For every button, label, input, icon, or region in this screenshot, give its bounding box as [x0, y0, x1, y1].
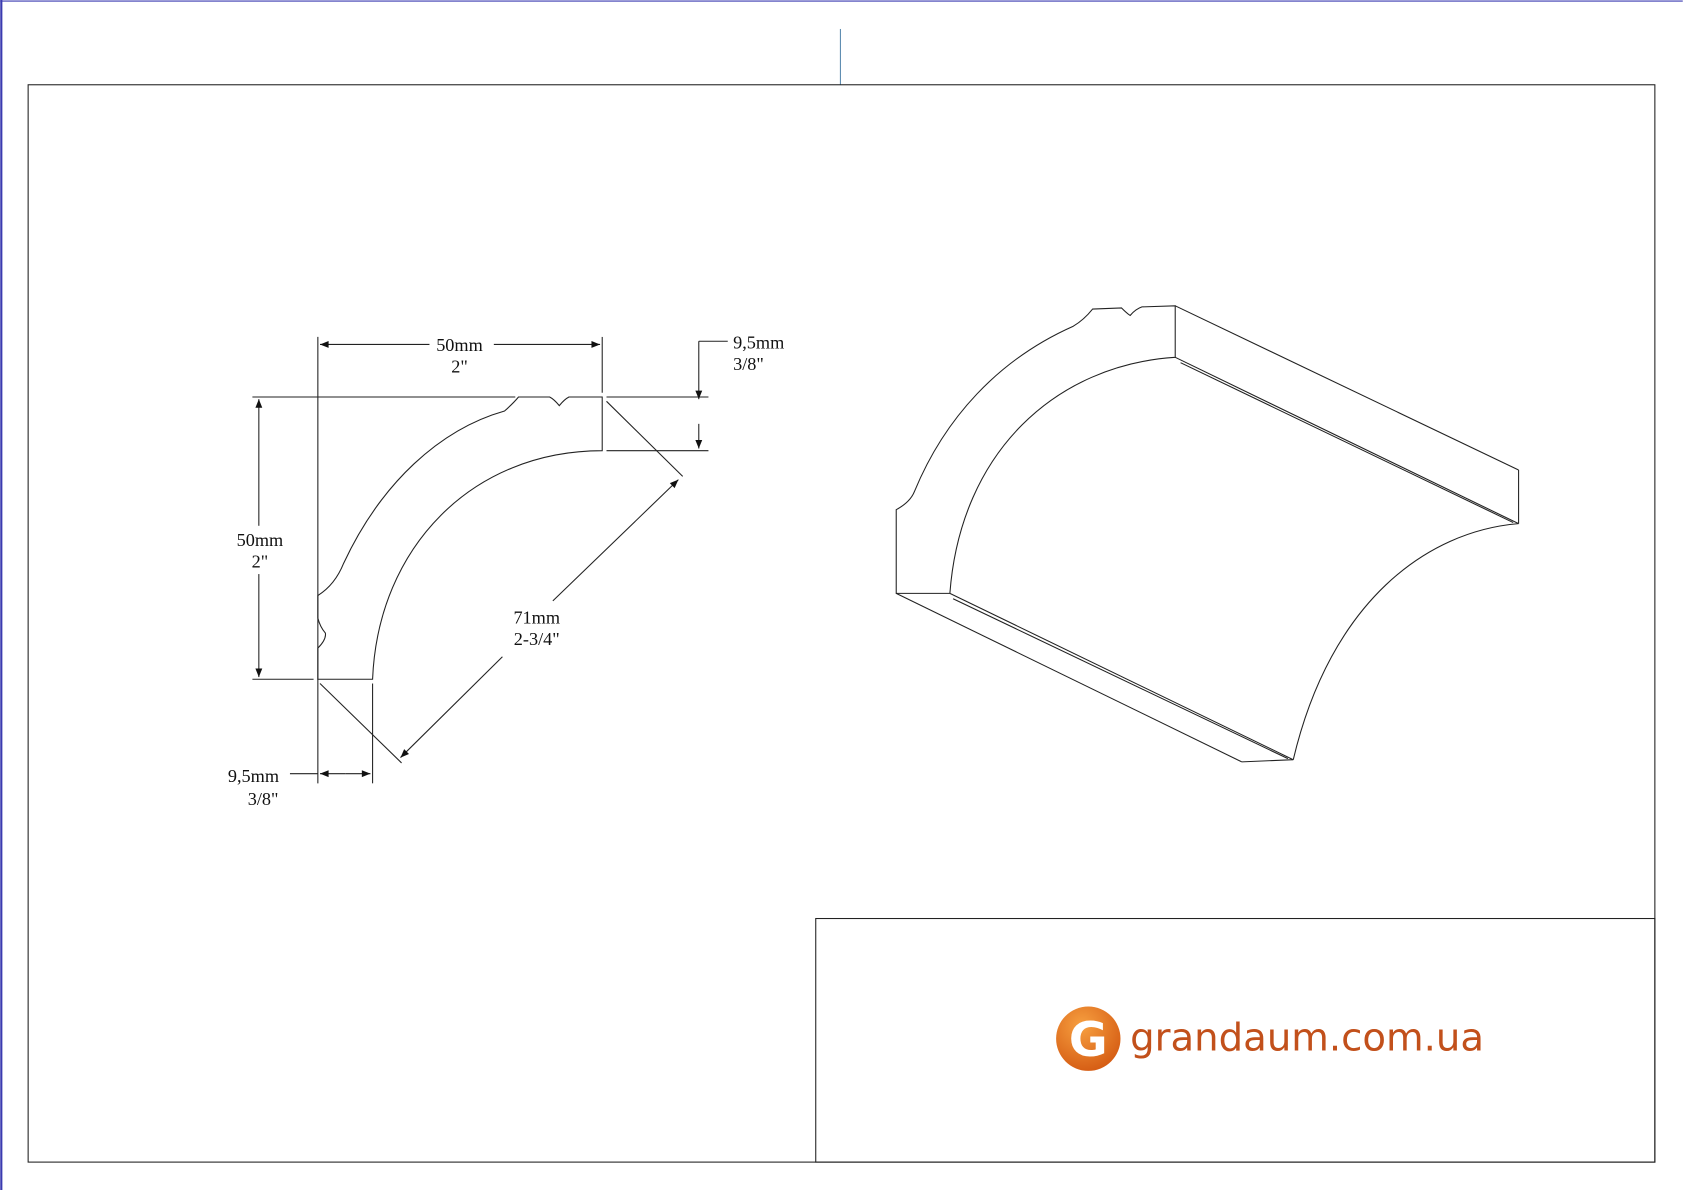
dim-diagonal-in: 2-3/4": [514, 629, 560, 649]
dim-bottom-thick-in: 3/8": [248, 789, 279, 809]
dim-height-mm: 50mm: [237, 530, 284, 550]
dim-top-thick-mm: 9,5mm: [733, 333, 784, 353]
grandaum-logo[interactable]: G grandaum.com.ua: [1056, 1006, 1484, 1071]
profile-section: [317, 396, 603, 680]
dim-top-thick-in: 3/8": [733, 354, 764, 374]
dimension-lines: [255, 341, 703, 778]
dim-height-in: 2": [252, 552, 269, 572]
dim-bottom-thick-mm: 9,5mm: [228, 766, 279, 786]
extension-lines: [252, 336, 728, 784]
title-block: [815, 917, 1656, 1163]
drawing-frame: [27, 84, 1656, 1163]
logo-g-icon: [1056, 1006, 1121, 1071]
logo-text: grandaum.com.ua: [1130, 1016, 1484, 1061]
dim-diagonal-mm: 71mm: [513, 607, 560, 627]
dim-top-width-mm: 50mm: [436, 335, 483, 355]
logo-letter: G: [1069, 1013, 1108, 1068]
dim-top-width-in: 2": [451, 356, 468, 376]
molding-3d-view: [895, 305, 1520, 763]
